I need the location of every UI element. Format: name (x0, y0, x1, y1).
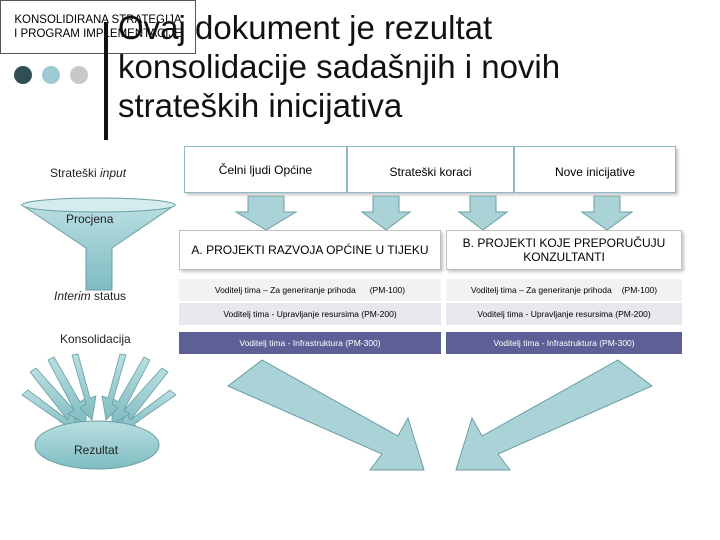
input-text: Strateški (50, 166, 101, 180)
label-procjena: Procjena (66, 212, 114, 226)
result-ellipse (34, 420, 160, 470)
header-celni-text: Čelni ljudi Općine (218, 163, 313, 177)
header-down-arrows (234, 195, 634, 231)
title-divider (104, 22, 108, 140)
funnel-icon (20, 197, 177, 291)
result-box: KONSOLIDIRANA STRATEGIJA I PROGRAM IMPLE… (0, 0, 196, 54)
input-em: input (100, 166, 127, 180)
converging-arrows-icon (227, 359, 653, 471)
row-b-pm200: Voditelj tima - Upravljanje resursima (P… (446, 303, 682, 325)
bullet-dot-gray (70, 66, 88, 84)
result-line-2: I PROGRAM IMPLEMENTACIJE (14, 28, 182, 40)
label-konsolidacija: Konsolidacija (60, 332, 131, 346)
bullet-dot-dark (14, 66, 32, 84)
row-a-pm100: Voditelj tima – Za generiranje prihoda (… (179, 279, 441, 301)
row-b-pm100-code: (PM-100) (621, 285, 658, 295)
row-a-pm100-code: (PM-100) (369, 285, 406, 295)
row-a-pm300: Voditelj tima - Infrastruktura (PM-300) (179, 332, 441, 354)
row-b-pm100: Voditelj tima – Za generiranje prihoda (… (446, 279, 682, 301)
row-a-pm200: Voditelj tima - Upravljanje resursima (P… (179, 303, 441, 325)
row-a-pm100-text: Voditelj tima – Za generiranje prihoda (214, 285, 356, 295)
interim-text: status (90, 289, 127, 303)
fan-arrows-icon (21, 353, 177, 433)
result-box-text: KONSOLIDIRANA STRATEGIJA I PROGRAM IMPLE… (14, 13, 182, 41)
section-b-title: B. PROJEKTI KOJE PREPORUČUJU KONZULTANTI (446, 230, 682, 270)
row-b-pm300: Voditelj tima - Infrastruktura (PM-300) (446, 332, 682, 354)
header-strateski-koraci: Strateški koraci (347, 146, 514, 193)
label-strateski-input: Strateški input (50, 166, 126, 180)
section-a-title: A. PROJEKTI RAZVOJA OPĆINE U TIJEKU (179, 230, 441, 270)
result-line-1: KONSOLIDIRANA STRATEGIJA (14, 14, 182, 26)
header-celni-ljudi: Čelni ljudi Općine (184, 146, 347, 193)
interim-em: Interim (54, 289, 91, 303)
header-nove-inicijative: Nove inicijative (514, 146, 676, 193)
row-b-pm100-text: Voditelj tima – Za generiranje prihoda (470, 285, 612, 295)
header-nove-text: Nove inicijative (554, 165, 636, 179)
label-rezultat: Rezultat (74, 443, 119, 457)
label-interim-status: Interim status (54, 289, 126, 303)
bullet-dot-light (42, 66, 60, 84)
slide-title: Ovaj dokument je rezultat konsolidacije … (118, 9, 561, 124)
header-koraci-text: Strateški koraci (389, 165, 472, 179)
